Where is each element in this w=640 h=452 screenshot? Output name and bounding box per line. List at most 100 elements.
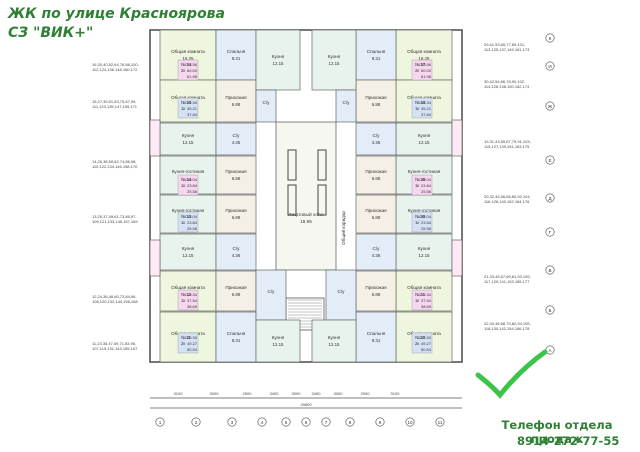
apartment-rooms: 1к (415, 183, 419, 188)
area-total: 60.00 (421, 68, 432, 73)
elevator-hall-label: Лифтовый холл (289, 211, 324, 218)
kitchen-label: Кухня (328, 335, 341, 340)
area-living: 33.56 (187, 62, 198, 67)
kitchen (395, 122, 453, 156)
bathroom-area: 4.36 (372, 140, 381, 145)
dimension-value: 2900 (361, 391, 371, 396)
area-with-loggia: 61.96 (187, 74, 198, 79)
hallway (355, 194, 397, 234)
unit-list-right: 117,129,141,153,165,177 (484, 279, 530, 284)
area-living: 15.04 (187, 214, 198, 219)
axis-marker (155, 417, 165, 427)
hallway (355, 79, 397, 123)
bedroom-label: Спальня (367, 49, 386, 54)
area-with-loggia: 25.56 (187, 226, 198, 231)
hallway-label: Прихожая (365, 95, 387, 100)
area-with-loggia: 37.84 (421, 112, 432, 117)
bathroom-label: С/у (233, 133, 241, 138)
axis-label: 5 (285, 420, 288, 425)
area-total: 37.54 (187, 298, 198, 303)
kitchen (159, 122, 217, 156)
apartment-rooms: 2к (415, 68, 419, 73)
apartment-tag (177, 59, 199, 81)
row-axis-marker (545, 227, 555, 237)
axis-label: 10 (407, 420, 413, 425)
area-living: 15.04 (421, 214, 432, 219)
area-living: 33.56 (421, 62, 432, 67)
axis-label: 6 (305, 420, 308, 425)
bathroom-label: С/у (263, 100, 271, 105)
area-total: 23.84 (421, 183, 432, 188)
axis-marker (281, 417, 291, 427)
living-room-label: Общая комната (171, 285, 205, 290)
kitchen-label: Кухня (182, 133, 195, 138)
axis-marker (257, 417, 267, 427)
axis-label: 7 (325, 420, 328, 425)
hallway-area: 6.88 (372, 102, 381, 107)
bedroom-area: 9.31 (372, 56, 381, 61)
bathroom (355, 122, 397, 156)
unit-list-left: 107,119,131,143,155,167 (92, 346, 138, 351)
bathroom-label: С/у (268, 289, 276, 294)
bathroom (335, 89, 357, 123)
axis-label: 8 (349, 420, 352, 425)
hallway-label: Прихожая (365, 285, 387, 290)
bedroom (355, 311, 397, 363)
bedroom-label: Спальня (367, 331, 386, 336)
bedroom (215, 311, 257, 363)
axis-marker (345, 417, 355, 427)
living-room-label: Общая комната (171, 49, 205, 54)
living-room-area: 16.25 (183, 56, 195, 61)
kitchen-label: Кухня (272, 335, 285, 340)
apartment-number: №19 (415, 177, 425, 182)
kitchen-living-label: Кухня-гостиная (172, 169, 205, 174)
apartment-tag (177, 97, 199, 119)
bedroom-area: 9.31 (232, 338, 241, 343)
area-total: 49.27 (187, 341, 198, 346)
kitchen (255, 319, 301, 363)
row-axis-marker (545, 61, 555, 71)
apartment-tag (411, 332, 433, 354)
area-total: 60.00 (187, 68, 198, 73)
unit-list-right: 115,127,139,151,163,175 (484, 144, 530, 149)
kitchen (311, 319, 357, 363)
unit-list-left: 108,120,132,144,156,168 (92, 299, 138, 304)
area-total: 23.84 (187, 220, 198, 225)
axis-label: 2 (195, 420, 198, 425)
kitchen (159, 233, 217, 271)
area-with-loggia: 25.56 (421, 226, 432, 231)
bathroom (255, 89, 277, 123)
apartment-number: №21 (415, 292, 425, 297)
axis-marker (435, 417, 445, 427)
area-living: 25.30 (421, 335, 432, 340)
apartment-number: №11 (181, 335, 191, 340)
area-living: 25.30 (187, 335, 198, 340)
unit-list-right: 21,33,45,57,69,81,93,105, (484, 274, 531, 279)
hallway-label: Прихожая (225, 169, 247, 174)
row-axis-label: В (548, 268, 551, 273)
apartment-rooms: 2к (415, 341, 419, 346)
row-axis-label: Ж (548, 104, 553, 109)
elevator-shaft (287, 149, 297, 181)
area-total: 35.21 (187, 106, 198, 111)
bedroom-area: 9.31 (232, 56, 241, 61)
kitchen-area: 12.15 (329, 61, 341, 66)
axis-label: 1 (159, 420, 162, 425)
hallway (215, 79, 257, 123)
area-living: 15.04 (421, 177, 432, 182)
developer-name: СЗ "ВИК+" (8, 25, 94, 41)
bathroom-label: С/у (373, 246, 381, 251)
elevator-shaft (287, 184, 297, 216)
unit-list-right: 118,130,142,154,166,178 (484, 326, 530, 331)
apartment-tag (411, 289, 433, 311)
hallway (215, 270, 257, 312)
axis-label: 11 (438, 420, 443, 425)
sales-phone: 8914-272-77-55 (517, 434, 620, 448)
row-axis-label: К (549, 36, 552, 41)
row-axis-marker (545, 155, 555, 165)
